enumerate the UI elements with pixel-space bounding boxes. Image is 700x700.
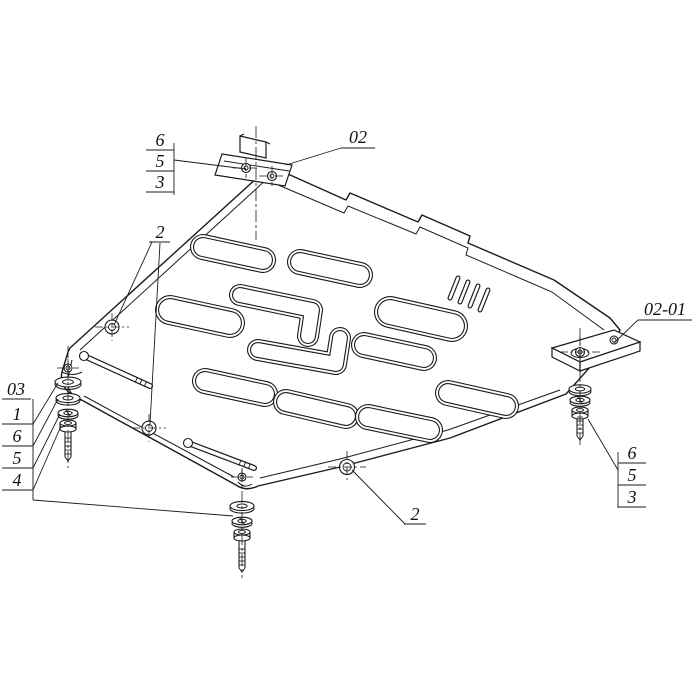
cutout-obround — [355, 336, 433, 367]
callout-kit-item: 4 — [13, 470, 22, 490]
cutout-obround — [378, 300, 464, 338]
vent-slit — [478, 288, 490, 312]
vent-slit — [458, 280, 470, 304]
leader-line — [32, 413, 61, 469]
callout-labels: 6 5 3 02 2 02-01 03 1 6 5 4 6 5 3 2 — [7, 127, 686, 524]
leader-line — [32, 382, 59, 425]
centerlines — [57, 126, 600, 578]
stud-thread — [139, 378, 143, 385]
fastener-hardware — [54, 350, 592, 573]
leader-line — [32, 499, 234, 517]
cutout-obround — [277, 393, 355, 425]
callout-right-stack-item: 3 — [627, 487, 637, 507]
callout-right-stack-item: 6 — [628, 443, 637, 463]
top-bracket-tab-ears — [239, 133, 271, 145]
callout-top-stack-item: 3 — [155, 172, 165, 192]
callout-kit-item: 1 — [13, 404, 22, 424]
callout-right-bracket-ref: 02-01 — [644, 299, 686, 319]
leader-line — [351, 469, 406, 525]
vent-slit — [468, 284, 480, 308]
callout-kit-item: 5 — [13, 448, 22, 468]
leader-lines — [2, 143, 692, 525]
callout-right-stack-item: 5 — [628, 465, 637, 485]
stud-head — [78, 350, 90, 362]
mounting-hole — [609, 335, 619, 345]
callout-top-bracket-ref: 02 — [349, 127, 367, 147]
vent-slit — [448, 276, 460, 300]
leader-line — [113, 241, 153, 326]
leader-line — [32, 398, 59, 447]
cutout-meander — [233, 288, 319, 343]
plate-edge-inner-front — [83, 395, 235, 478]
callout-bottom-hole-ref: 2 — [411, 504, 420, 524]
stud-thread — [134, 376, 138, 383]
flange-curl-inner — [61, 371, 83, 375]
stud-thread — [238, 459, 242, 466]
callout-top-stack-item: 6 — [156, 130, 165, 150]
stud-head — [182, 437, 194, 449]
corner-curl — [237, 481, 253, 487]
stud-bolt — [186, 441, 256, 470]
plate-bend-line — [275, 183, 605, 331]
cutout-meander — [251, 331, 347, 371]
cutout-obround — [439, 384, 515, 415]
leader-line — [285, 147, 342, 166]
cutout-obround — [359, 408, 439, 439]
stud-thread — [247, 463, 251, 470]
stud-bolt — [82, 354, 152, 388]
leader-line — [149, 242, 161, 425]
cutout-obround — [159, 299, 241, 334]
cutout-obround — [291, 253, 369, 284]
mounting-hole-inner — [611, 337, 617, 343]
callout-left-holes-ref: 2 — [156, 222, 165, 242]
top-bracket-bend — [223, 160, 290, 172]
callout-kit-ref: 03 — [7, 379, 25, 399]
callout-kit-item: 6 — [13, 426, 22, 446]
cutout-obround — [194, 238, 272, 269]
stud-thread — [143, 381, 148, 387]
callout-top-stack-item: 5 — [156, 151, 165, 171]
top-bracket-tab — [239, 135, 267, 159]
cutout-obround — [196, 372, 274, 403]
leader-line — [587, 418, 619, 471]
leader-line — [173, 159, 247, 170]
stud-thread — [243, 461, 247, 468]
leader-line — [32, 425, 62, 491]
plate-cutouts — [155, 234, 519, 443]
leader-line — [613, 319, 639, 344]
